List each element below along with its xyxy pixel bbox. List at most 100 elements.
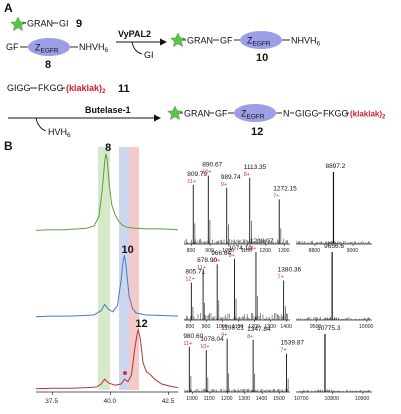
compound-number-9: 9 — [76, 18, 82, 30]
zegfr-ellipse — [240, 31, 282, 49]
ms-tick-label: 9000 — [347, 248, 359, 254]
ms-tick-label: 800 — [186, 324, 195, 330]
ms-peak-label: 1380.36 — [278, 267, 302, 274]
ms-tick-label: 800 — [187, 248, 196, 254]
ms-charge-label: 9+ — [221, 182, 227, 188]
star-icon — [10, 16, 26, 32]
ms-peak-label: 878.90 — [197, 257, 217, 264]
ms-charge-label: 10+ — [211, 258, 220, 264]
ms-tick-label: 10800 — [324, 396, 339, 402]
ms-tick-label: 10900 — [355, 396, 370, 402]
ms-tick-label: 1300 — [238, 396, 250, 402]
ms-tick-label: 1400 — [280, 324, 292, 330]
spectrum-esi-10: 805.7112+878.9011+966.6410+1074.109+1208… — [184, 238, 302, 330]
hplc-peak-label-12: 12 — [135, 318, 147, 330]
hplc-peak-label-8: 8 — [105, 142, 111, 154]
spectrum-deconv-12: 10775.3 10700 10800 10900 — [294, 325, 372, 402]
zegfr-ellipse — [234, 104, 276, 122]
compound-number-10: 10 — [256, 52, 268, 64]
ms-tick-label: 8800 — [309, 248, 321, 254]
leaving-hvh6: HVH6 — [48, 127, 71, 139]
r2-nhvh: NHVH6 — [79, 42, 109, 54]
ms-peak-label: 1208.07 — [250, 238, 274, 245]
r3-klaklak: (klaklak)2 — [66, 83, 106, 95]
hplc-peak-label-10: 10 — [121, 244, 133, 256]
ms-peak-label: 966.64 — [211, 250, 231, 257]
ms-peak-label: 1539.87 — [281, 340, 305, 347]
spectrum-esi-12: 980.6011+1078.0410+1198.219+1347.848+153… — [183, 325, 304, 402]
ms-peak-label: 890.67 — [202, 162, 222, 169]
star-icon — [170, 32, 186, 48]
ms-peak-label: 8897.2 — [325, 163, 345, 170]
ms-charge-label: 8+ — [250, 246, 256, 252]
ms-tick-label: 1300 — [278, 248, 290, 254]
p2-n: N — [283, 109, 290, 119]
ms-peak-label: 980.60 — [183, 333, 203, 340]
ms-tick-label: 1300 — [264, 324, 276, 330]
mass-spectra: 809.7911+890.6710+989.749+1113.358+1272.… — [183, 162, 373, 402]
ms-tick-label: 10000 — [359, 324, 374, 330]
ms-charge-label: 10+ — [200, 344, 209, 350]
ms-peak-label: 989.74 — [221, 174, 241, 181]
leaving-gi: GI — [144, 50, 154, 60]
compound-number-11: 11 — [118, 83, 130, 95]
ms-tick-label: 1200 — [221, 396, 233, 402]
ms-noise — [184, 312, 288, 320]
ms-noise — [184, 238, 288, 244]
hplc-chromatogram: 8 10 12 37.5 40.0 42.5 — [35, 142, 179, 405]
ms-peak-label: 1198.21 — [221, 325, 244, 332]
ms-charge-label: 10+ — [202, 170, 211, 176]
zegfr-label: ZEGFR — [35, 43, 59, 55]
r3-fkgg: FKGG — [38, 83, 64, 93]
ms-tick-label: 10700 — [294, 396, 309, 402]
p2-gran: GRAN — [184, 109, 210, 119]
ms-tick-label: 1100 — [241, 248, 252, 254]
ms-charge-label: 7+ — [273, 193, 279, 199]
band-red — [129, 147, 139, 390]
ms-charge-label: 9+ — [221, 333, 227, 339]
leaving-arrow-2 — [35, 117, 47, 132]
compound-number-8: 8 — [45, 59, 51, 71]
panel-b-label: B — [4, 139, 13, 153]
panel-a-scheme: A GRAN GI 9 GF ZEGFR NHVH6 8 VyPAL2 GI G… — [4, 1, 386, 139]
r1-gi: GI — [59, 19, 69, 29]
enzyme-vypal2: VyPAL2 — [118, 29, 151, 39]
ms-tick-label: 1000 — [186, 396, 198, 402]
ms-tick-label: 1200 — [248, 324, 260, 330]
hplc-tick-label: 42.5 — [162, 398, 175, 405]
ms-charge-label: 8+ — [247, 334, 253, 340]
hplc-trace-12 — [35, 328, 179, 390]
star-icon — [167, 105, 183, 121]
compound-number-12: 12 — [251, 126, 263, 138]
zegfr-ellipse — [28, 38, 70, 56]
ms-charge-label: 9+ — [228, 253, 234, 259]
ms-tick-label: 1100 — [232, 324, 243, 330]
r3-gigg: GIGG — [7, 83, 31, 93]
hplc-tick-label: 37.5 — [45, 398, 58, 405]
ms-charge-label: 7+ — [281, 348, 287, 354]
ms-peak-label: 10775.3 — [317, 325, 341, 332]
band-green — [98, 147, 110, 390]
p1-gran: GRAN — [187, 36, 213, 46]
hplc-tick-label: 40.0 — [103, 398, 116, 405]
ms-tick-label: 1200 — [259, 248, 271, 254]
p1-nhvh: NHVH6 — [291, 36, 321, 48]
ms-tick-label: 1000 — [222, 248, 234, 254]
ms-charge-label: 11+ — [187, 179, 196, 185]
ms-charge-label: 7+ — [278, 275, 284, 281]
spectrum-esi-8: 809.7911+890.6710+989.749+1113.358+1272.… — [184, 162, 297, 254]
ms-peak-label: 1272.15 — [273, 185, 297, 192]
ms-tick-label: 900 — [205, 248, 214, 254]
ms-charge-label: 12+ — [185, 277, 194, 283]
ms-tick-label: 1500 — [273, 396, 285, 402]
ms-noise — [296, 316, 371, 320]
hplc-trace-8 — [35, 153, 179, 231]
ms-tick-label: 900 — [202, 324, 211, 330]
p2-gigg: GIGG — [295, 109, 319, 119]
p2-fkgg: FKGG — [323, 109, 349, 119]
ms-peak-label: 1078.04 — [200, 336, 224, 343]
ms-peak-label: 1347.84 — [247, 326, 271, 333]
ms-tick-label: 1100 — [204, 396, 215, 402]
